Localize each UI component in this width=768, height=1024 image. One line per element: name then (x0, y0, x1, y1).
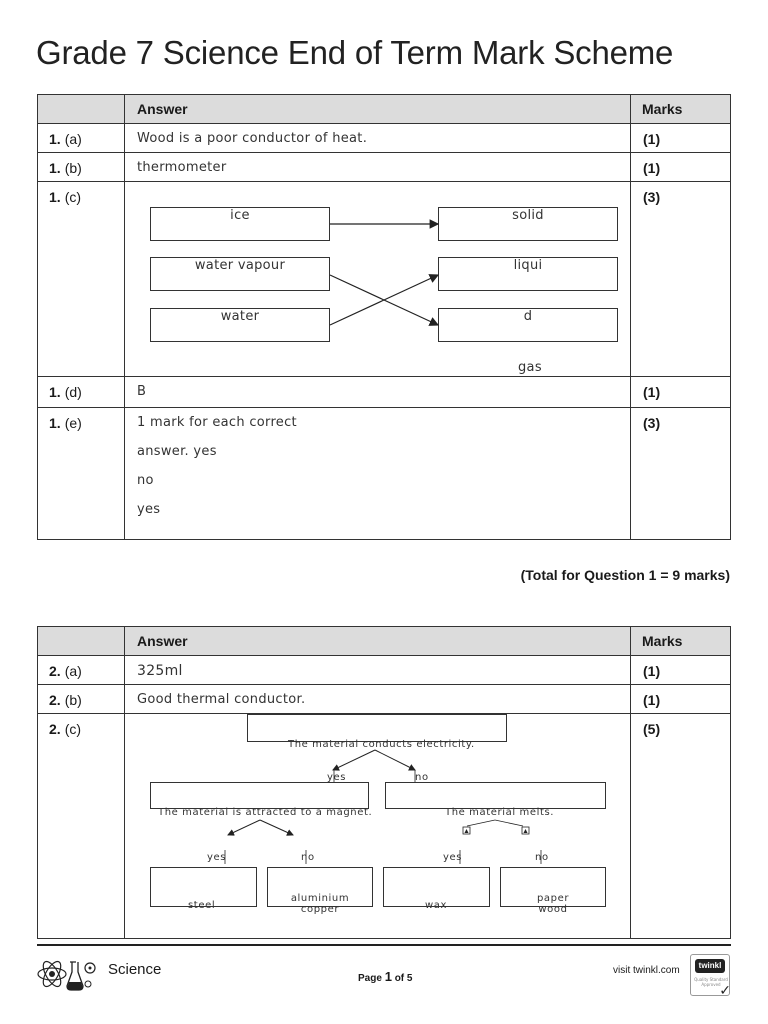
header-answer: Answer (124, 626, 631, 656)
left-box-ice: ice (150, 207, 330, 241)
answer-line: no (137, 473, 154, 488)
leaf-steel: steel (188, 900, 216, 911)
branch-no-label: no (415, 772, 429, 783)
table-row-1d: 1.(d) B (1) (37, 376, 731, 408)
answer-cell: Good thermal conductor. (124, 684, 631, 714)
question-label: 1.(d) (37, 376, 125, 408)
matching-diagram-cell: ice water vapour water solid liqui d gas (124, 181, 631, 377)
table-header-row: Answer Marks (37, 94, 731, 124)
check-icon: ✓ (719, 983, 731, 999)
question-conducts-electricity: The material conducts electricity. (288, 739, 475, 750)
branch-yes-label: yes (327, 772, 347, 783)
question-label: 2.(a) (37, 655, 125, 685)
table-row-2b: 2.(b) Good thermal conductor. (1) (37, 684, 731, 714)
footer-visit-link[interactable]: visit twinkl.com (613, 965, 680, 976)
key-branch-lines (224, 749, 542, 864)
marks-cell: (1) (630, 655, 731, 685)
page-number: Page 1 of 5 (358, 969, 413, 984)
marks-cell: (5) (630, 713, 731, 939)
left-box-water-vapour: water vapour (150, 257, 330, 291)
question-label: 2.(b) (37, 684, 125, 714)
marks-cell: (1) (630, 684, 731, 714)
answer-cell: Wood is a poor conductor of heat. (124, 123, 631, 153)
header-question-cell (37, 626, 125, 656)
question-label: 1.(a) (37, 123, 125, 153)
question-box-conducts (247, 714, 507, 742)
table-row-1c: 1.(c) ice water vapour water solid liqui… (37, 181, 731, 377)
answer-cell: thermometer (124, 152, 631, 182)
science-logo-icon (37, 960, 96, 991)
marks-cell: (3) (630, 407, 731, 540)
table-row-2c: 2.(c) (37, 713, 731, 939)
marks-cell: (3) (630, 181, 731, 377)
table-row-1a: 1.(a) Wood is a poor conductor of heat. … (37, 123, 731, 153)
branch-no-label: no (301, 852, 315, 863)
right-box-liquid: liqui (438, 257, 618, 291)
answer-cell: B (124, 376, 631, 408)
answer-line: yes (137, 502, 161, 517)
question-attracted-to-magnet: The material is attracted to a magnet. (158, 807, 373, 818)
left-box-water: water (150, 308, 330, 342)
question-material-melts: The material melts. (445, 807, 555, 818)
marks-cell: (1) (630, 123, 731, 153)
arrow-water-to-liquid (329, 274, 440, 326)
quality-badge: twinkl Quality Standard Approved ✓ (690, 954, 731, 999)
leaf-aluminium-copper: aluminium copper (290, 893, 350, 915)
leaf-wax: wax (425, 900, 448, 911)
leaf-paper-wood: paper wood (536, 893, 570, 915)
question-label: 2.(c) (37, 713, 125, 939)
question-label: 1.(c) (37, 181, 125, 377)
mark-scheme-table-q1: Answer Marks 1.(a) Wood is a poor conduc… (37, 94, 731, 540)
leaf-box-wax (383, 867, 490, 907)
table-row-1e: 1.(e) 1 mark for each correct answer. ye… (37, 407, 731, 540)
question-box-melts (385, 782, 606, 809)
footer-divider (37, 944, 731, 946)
branch-no-label: no (535, 852, 549, 863)
header-marks: Marks (630, 626, 731, 656)
classification-key: The material conducts electricity. yes n… (125, 714, 630, 937)
question-label: 1.(e) (37, 407, 125, 540)
table-row-2a: 2.(a) 325ml (1) (37, 655, 731, 685)
header-marks: Marks (630, 94, 731, 124)
matching-arrows (329, 219, 440, 326)
key-diagram-cell: The material conducts electricity. yes n… (124, 713, 631, 939)
total-question-1: (Total for Question 1 = 9 marks) (520, 567, 730, 583)
page-title: Grade 7 Science End of Term Mark Scheme (36, 34, 674, 71)
marks-cell: (1) (630, 376, 731, 408)
mark-scheme-table-q2: Answer Marks 2.(a) 325ml (1) 2.(b) Good … (37, 626, 731, 939)
matching-diagram: ice water vapour water solid liqui d gas (125, 182, 630, 375)
branch-yes-label: yes (207, 852, 227, 863)
leaf-box-paper-wood (500, 867, 606, 907)
gas-label: gas (518, 360, 542, 375)
branch-yes-label: yes (443, 852, 463, 863)
leaf-box-steel (150, 867, 257, 907)
question-box-magnet (150, 782, 369, 809)
answer-line: answer. yes (137, 444, 217, 459)
header-question-cell (37, 94, 125, 124)
table-header-row: Answer Marks (37, 626, 731, 656)
answer-line: 1 mark for each correct (137, 415, 297, 430)
table-row-1b: 1.(b) thermometer (1) (37, 152, 731, 182)
leaf-box-aluminium-copper (267, 867, 373, 907)
marks-cell: (1) (630, 152, 731, 182)
question-label: 1.(b) (37, 152, 125, 182)
header-answer: Answer (124, 94, 631, 124)
badge-text: Quality Standard Approved (694, 977, 728, 987)
footer-subject: Science (108, 961, 162, 978)
answer-cell: 325ml (124, 655, 631, 685)
badge-brand: twinkl (695, 959, 725, 973)
answer-cell: 1 mark for each correct answer. yes no y… (124, 407, 631, 540)
